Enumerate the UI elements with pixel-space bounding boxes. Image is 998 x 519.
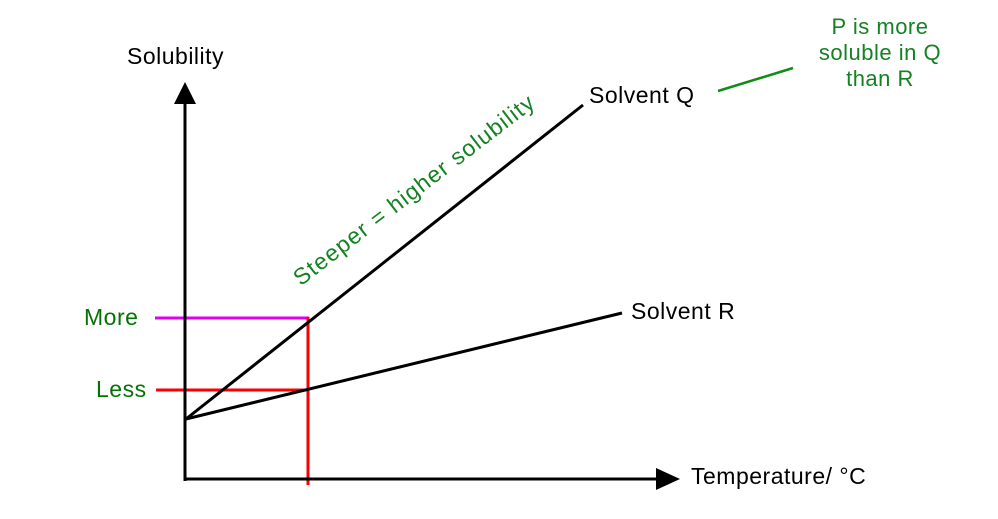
graph-lines — [155, 66, 794, 485]
solvent-q-label: Solvent Q — [589, 82, 695, 108]
conclusion-annotation: P is more soluble in Q than R — [818, 14, 942, 91]
annotation-connector-line — [717, 66, 794, 93]
y-axis-arrowhead-icon — [174, 82, 196, 104]
solvent-r-line — [185, 311, 623, 421]
x-axis-arrowhead-icon — [656, 468, 680, 490]
y-axis-label: Solubility — [127, 43, 225, 69]
less-label: Less — [96, 376, 147, 402]
x-axis-label: Temperature/ °C — [691, 463, 867, 489]
more-label: More — [84, 304, 139, 330]
solvent-q-line — [185, 103, 584, 421]
solvent-r-label: Solvent R — [631, 298, 736, 324]
